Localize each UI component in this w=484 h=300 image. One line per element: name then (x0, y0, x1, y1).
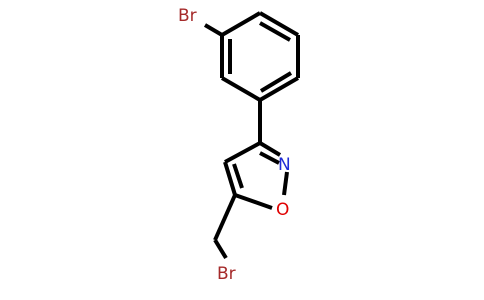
bond (258, 11, 300, 37)
bond-ch2-br (213, 238, 228, 260)
bond-c5-c4 (223, 161, 237, 196)
benzene-ring (220, 11, 300, 102)
atom-label-n: N (278, 155, 291, 175)
bond-o-c5 (234, 193, 273, 210)
double-bond-inner (259, 71, 293, 93)
bond (220, 76, 262, 102)
isoxazole-ring (223, 141, 289, 210)
atom-label-br-alkyl: Br (217, 264, 236, 284)
bond-c3-n (258, 141, 282, 157)
bond-c-br-aryl (203, 23, 224, 37)
bond (258, 76, 300, 102)
bond-c4-c3 (224, 141, 261, 164)
double-bond-inner (232, 163, 244, 189)
double-bond-inner (259, 151, 280, 165)
bond-c5-ch2 (213, 194, 237, 241)
double-bond-inner (259, 21, 291, 42)
bond (220, 11, 262, 37)
atom-label-o: O (276, 200, 289, 220)
atom-label-br-aryl: Br (178, 6, 197, 26)
bond-n-o (282, 171, 289, 196)
